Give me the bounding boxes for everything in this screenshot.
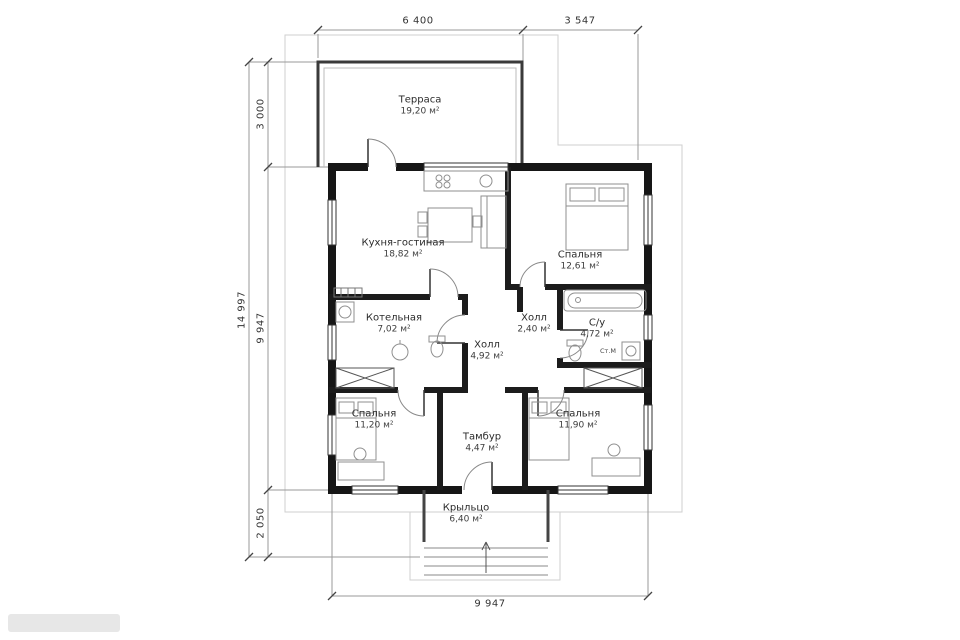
room-name: Кухня-гостиная [361,237,445,249]
room-label-vestibule: Тамбур 4,47 м² [463,431,501,456]
room-area: 19,20 м² [400,106,440,117]
dim-left-porch-depth: 2 050 [255,507,267,539]
room-area: 11,20 м² [354,420,394,431]
toilet-icon-boiler-room [428,335,446,358]
dim-top-terrace-width: 6 400 [402,15,434,27]
bathtub-icon [563,289,647,312]
sink-icon-boiler-room [391,340,409,361]
room-area: 4,47 м² [465,443,499,454]
kitchen-counter-icon [423,170,509,192]
radiator-icon [333,287,363,298]
room-name: Спальня [555,408,601,420]
porch-walls [422,490,550,542]
watermark [8,614,120,632]
door-leaves [367,139,588,490]
room-label-bedroom-upper-right: Спальня 12,61 м² [558,249,603,274]
room-label-kitchen-living: Кухня-гостиная 18,82 м² [362,237,445,262]
room-label-boiler-room: Котельная 7,02 м² [366,312,422,337]
door-arcs [367,138,589,491]
room-area: 2,40 м² [517,324,551,335]
room-name: Спальня [557,249,603,261]
room-label-bathroom: С/у 4,72 м² [580,317,613,342]
room-area: 18,82 м² [383,249,423,260]
bed-icon-bottom-left [335,397,377,461]
room-name: Холл [521,312,547,324]
dim-left-terrace-depth: 3 000 [255,98,267,130]
dim-left-house-height: 9 947 [255,312,267,344]
dimension-ticks [244,25,653,601]
room-name: Терраса [398,94,442,106]
dim-left-total-height: 14 997 [236,291,248,329]
dim-bottom-house-width: 9 947 [474,598,506,610]
room-area: 4,72 м² [580,329,614,340]
room-area: 12,61 м² [560,261,600,272]
room-label-hall-main: Холл 4,92 м² [470,339,503,364]
room-label-bedroom-bottom-right: Спальня 11,90 м² [556,408,601,433]
dining-table-icon [417,207,483,243]
room-label-hall-small: Холл 2,40 м² [517,312,550,337]
dimension-lines [248,29,649,597]
desk-icon-bottom-right [591,443,641,477]
desk-icon-bottom-left [337,447,385,481]
room-name: Тамбур [462,431,502,443]
toilet-icon-bathroom [566,339,584,362]
bed-icon-bottom-right [528,397,570,461]
room-name: Крыльцо [442,502,490,514]
roof-outline [284,34,683,581]
room-name: Спальня [351,408,397,420]
room-area: 6,40 м² [449,514,483,525]
room-name: Холл [474,339,500,351]
exterior-walls [328,163,652,494]
room-label-bedroom-bottom-left: Спальня 11,20 м² [352,408,397,433]
windows [327,162,653,495]
washing-machine-icon [621,341,641,361]
wardrobe-boxes [335,367,643,389]
washing-machine-label: Ст.М [600,347,616,355]
room-area: 7,02 м² [377,324,411,335]
terrace-outline [316,60,524,167]
sofa-icon [480,195,507,249]
room-area: 4,92 м² [470,351,504,362]
room-name: Котельная [365,312,423,324]
room-label-terrace: Терраса 19,20 м² [399,94,442,119]
bed-icon-upper-right [565,183,629,251]
room-label-porch: Крыльцо 6,40 м² [443,502,490,527]
dim-top-right-width: 3 547 [564,15,596,27]
boiler-icon [335,301,355,323]
room-name: С/у [588,317,606,329]
porch-direction-arrow [481,541,491,573]
interior-walls [329,167,651,490]
room-area: 11,90 м² [558,420,598,431]
